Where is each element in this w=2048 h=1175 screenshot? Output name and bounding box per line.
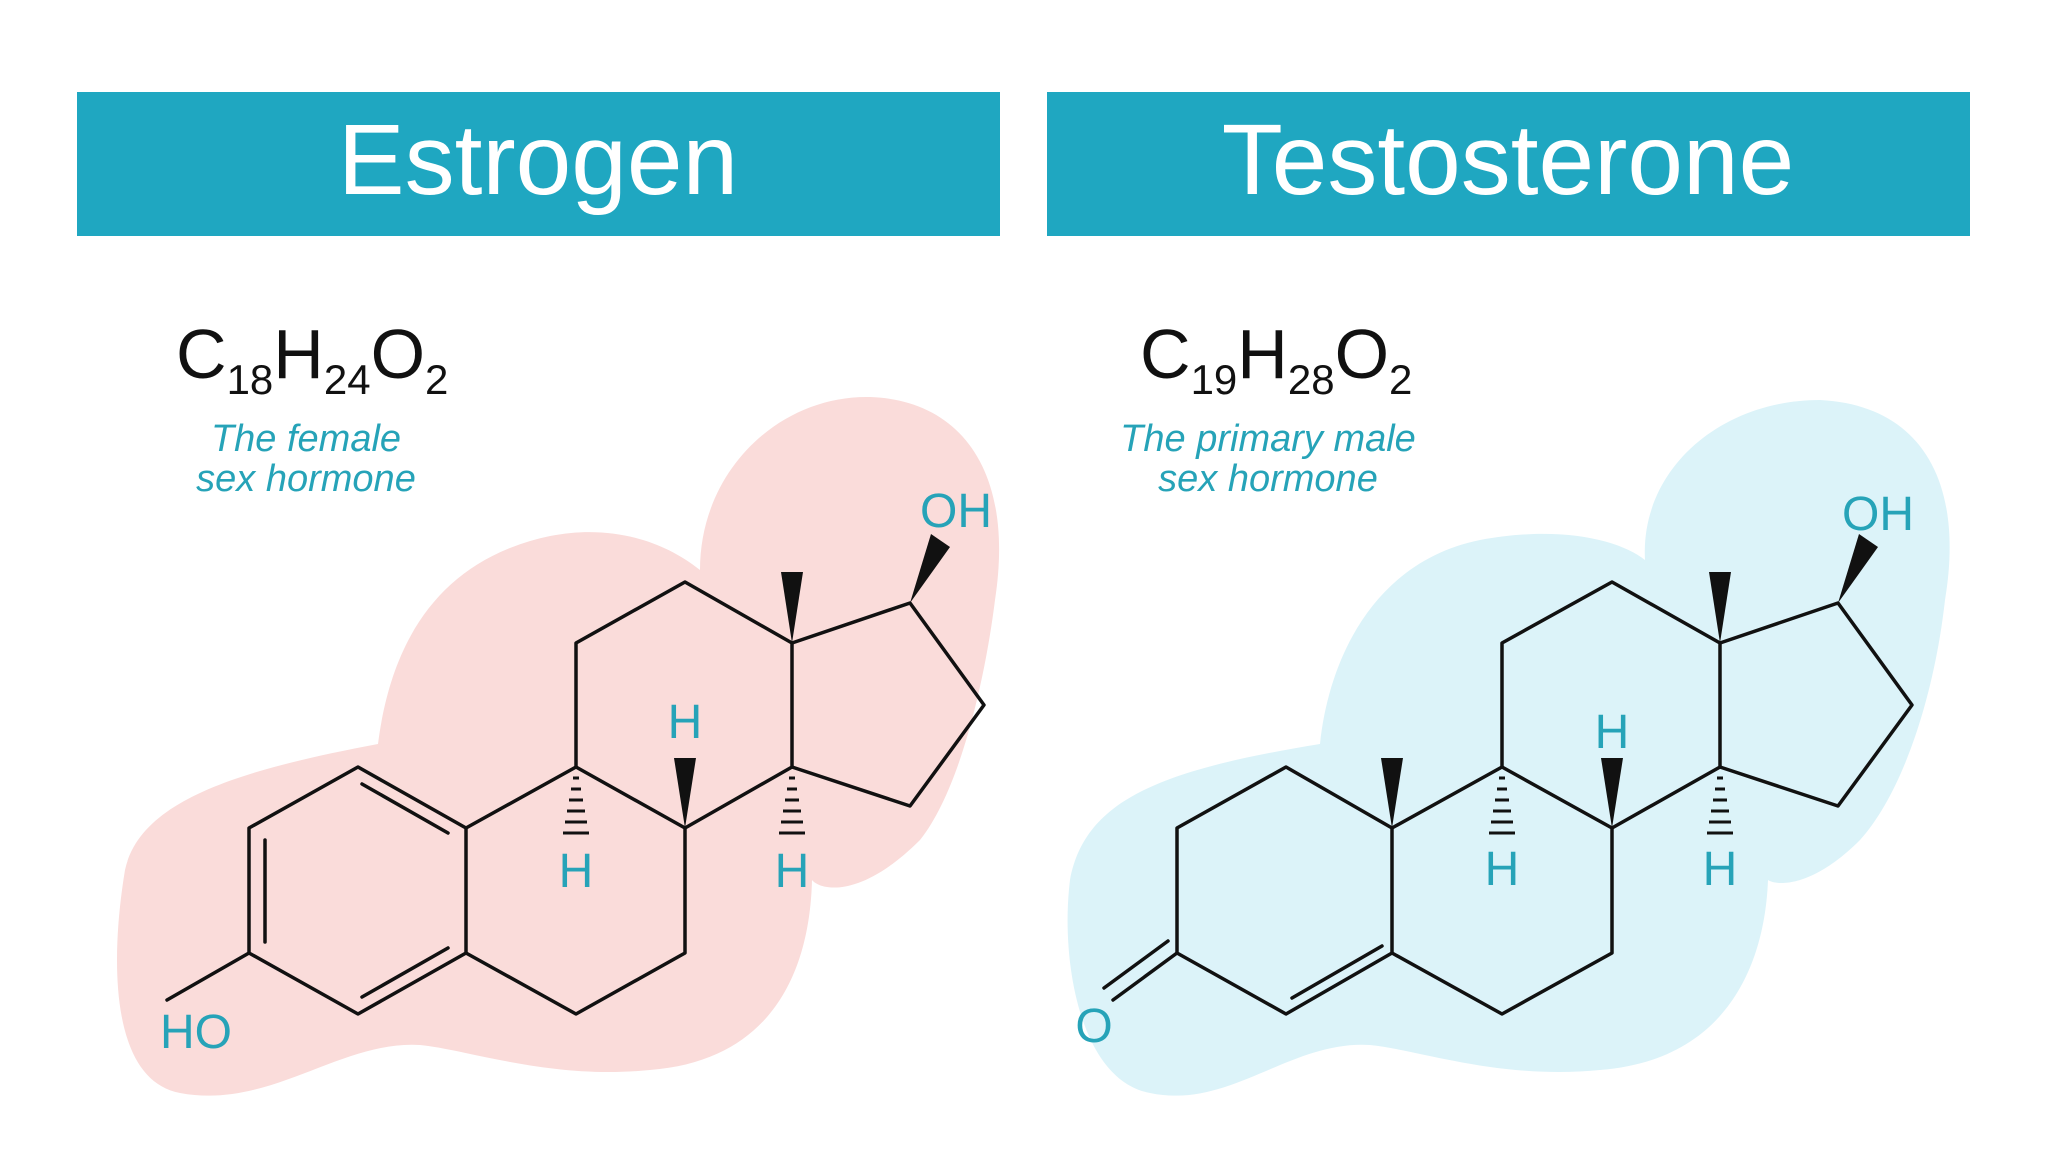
bond bbox=[464, 765, 687, 1016]
double-bond bbox=[1290, 944, 1384, 1000]
double-bond bbox=[1102, 939, 1170, 990]
testosterone-description-line-2: sex hormone bbox=[1158, 458, 1378, 500]
estrogen-description-line-1: The female bbox=[211, 418, 401, 460]
wedge-bond bbox=[674, 758, 696, 828]
bond bbox=[1718, 601, 1914, 808]
hashed-bond bbox=[1707, 776, 1733, 835]
formula-subscript: 2 bbox=[1389, 356, 1412, 403]
estrogen-h-upper: H bbox=[668, 696, 703, 749]
testosterone-skeletal-structure: OH O H H H bbox=[1075, 488, 1914, 1053]
estrogen-ho-label: HO bbox=[160, 1006, 232, 1059]
wedge-bond bbox=[1601, 758, 1623, 828]
formula-subscript: 19 bbox=[1191, 356, 1238, 403]
bond bbox=[1500, 580, 1722, 830]
testosterone-h-lower-right: H bbox=[1703, 843, 1738, 896]
double-bond bbox=[360, 782, 450, 835]
estrogen-oh-label: OH bbox=[920, 485, 992, 538]
bond bbox=[165, 951, 251, 1002]
formula-subscript: 28 bbox=[1288, 356, 1335, 403]
formula-element: O bbox=[371, 315, 425, 393]
formula-element: C bbox=[1140, 315, 1191, 393]
testosterone-description-line-1: The primary male bbox=[1120, 418, 1416, 460]
hashed-bond bbox=[563, 776, 589, 835]
estrogen-formula: C18H24O2 bbox=[176, 315, 448, 403]
testosterone-panel: Testosterone C19H28O2 The primary male s… bbox=[1047, 92, 1970, 1096]
hashed-bond bbox=[1489, 776, 1515, 835]
testosterone-oxo-label: O bbox=[1075, 1000, 1112, 1053]
formula-subscript: 24 bbox=[324, 356, 371, 403]
bond bbox=[574, 580, 794, 830]
estrogen-description-line-2: sex hormone bbox=[196, 458, 416, 500]
formula-element: H bbox=[1237, 315, 1288, 393]
wedge-bond bbox=[781, 572, 803, 643]
wedge-bond bbox=[910, 534, 950, 603]
formula-element: O bbox=[1335, 315, 1389, 393]
testosterone-title: Testosterone bbox=[1222, 104, 1795, 216]
estrogen-header-banner bbox=[77, 92, 1000, 236]
double-bond bbox=[360, 946, 450, 999]
wedge-bond bbox=[1838, 534, 1878, 603]
estrogen-title: Estrogen bbox=[338, 104, 738, 216]
hashed-bond bbox=[779, 776, 805, 835]
formula-element: C bbox=[176, 315, 227, 393]
estrogen-background-blob bbox=[117, 396, 1000, 1096]
testosterone-h-lower-left: H bbox=[1485, 843, 1520, 896]
estrogen-skeletal-structure: OH HO H H H bbox=[160, 485, 992, 1059]
bond bbox=[790, 601, 986, 808]
wedge-bond bbox=[1381, 758, 1403, 828]
estrogen-h-lower-left: H bbox=[559, 845, 594, 898]
testosterone-h-upper: H bbox=[1595, 706, 1630, 759]
formula-element: H bbox=[273, 315, 324, 393]
wedge-bond bbox=[1709, 572, 1731, 643]
testosterone-oh-label: OH bbox=[1842, 488, 1914, 541]
testosterone-formula: C19H28O2 bbox=[1140, 315, 1412, 403]
bond bbox=[1111, 951, 1179, 1002]
estrogen-h-lower-right: H bbox=[775, 845, 810, 898]
formula-subscript: 2 bbox=[425, 356, 448, 403]
formula-subscript: 18 bbox=[227, 356, 274, 403]
testosterone-header-banner bbox=[1047, 92, 1970, 236]
bond bbox=[1390, 765, 1614, 1016]
testosterone-background-blob bbox=[1067, 400, 1950, 1096]
estrogen-panel: Estrogen C18H24O2 The female sex hormone bbox=[77, 92, 1000, 1096]
